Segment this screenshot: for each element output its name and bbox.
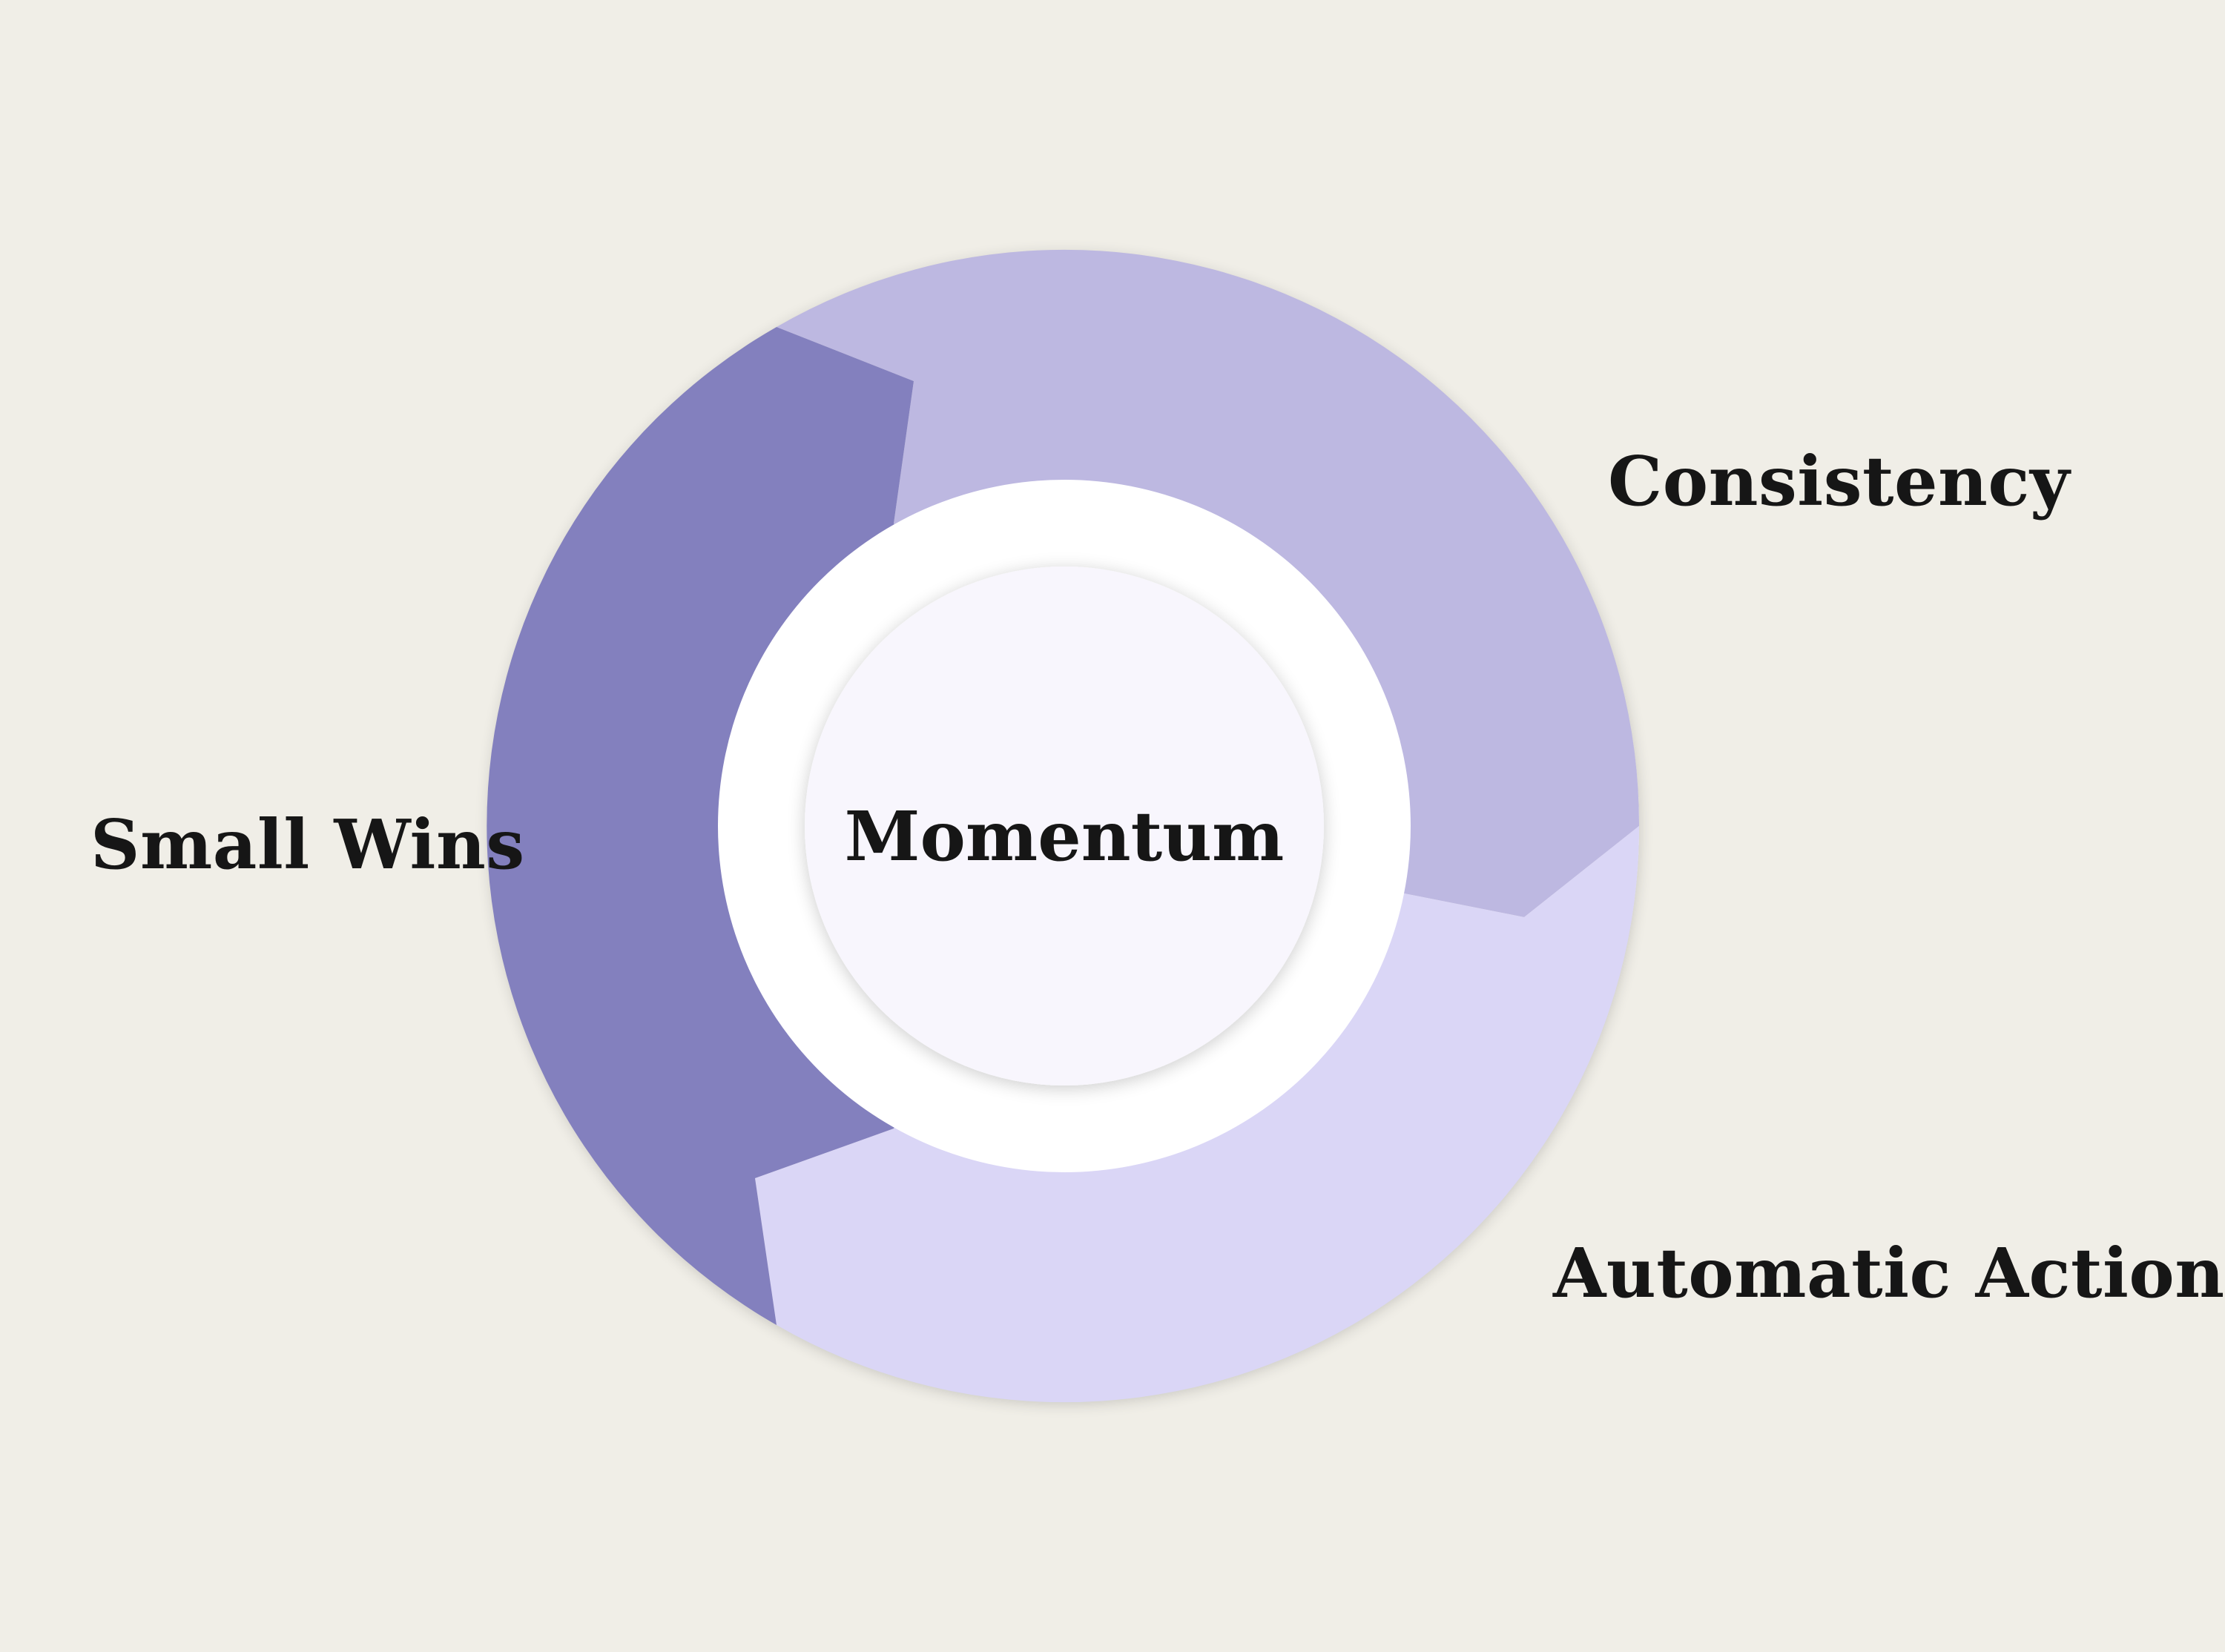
segment-label-small-wins: Small Wins [90,804,525,885]
center-label: Momentum [845,796,1285,876]
segment-label-automatic-action: Automatic Action [1552,1233,2225,1313]
center-hub [805,566,1324,1086]
segment-label-consistency: Consistency [1608,441,2071,521]
